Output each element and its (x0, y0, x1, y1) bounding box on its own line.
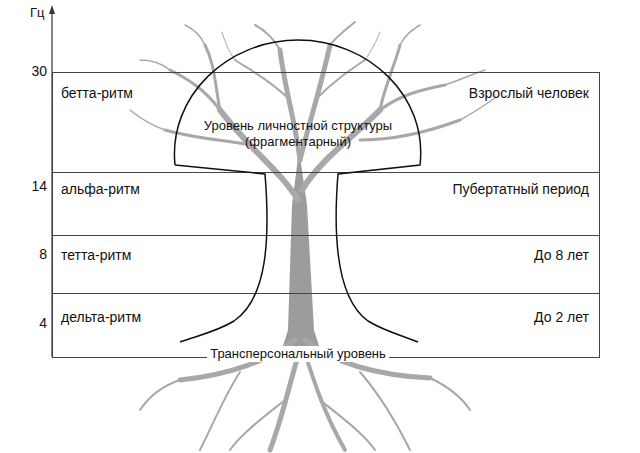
frequency-value: 14 (31, 178, 47, 194)
frequency-value: 8 (39, 246, 47, 262)
axis-label-slot: 4 (14, 314, 47, 332)
mushroom-outline-path (174, 40, 420, 342)
mushroom-outline (168, 36, 428, 366)
level-label: Трансперсональный уровень (207, 346, 389, 362)
age-label: Пубертатный период (452, 181, 589, 198)
axis-unit: Гц (30, 5, 45, 20)
age-label: До 8 лет (534, 247, 589, 264)
axis-label-slot: 30 (14, 62, 47, 80)
age-label: До 2 лет (534, 309, 589, 326)
mushroom-shape: Уровень личностной структуры (фрагментар… (168, 36, 428, 366)
axis-label-slot: 14 (14, 177, 47, 195)
frequency-band: тетта-ритм До 8 лет (52, 235, 600, 294)
rhythm-label: тетта-ритм (61, 247, 131, 264)
rhythm-label: бетта-ритм (61, 85, 133, 102)
age-label: Взрослый человек (469, 85, 589, 102)
frequency-value: 30 (31, 63, 47, 79)
axis-label-slot: Гц (30, 3, 50, 21)
rhythm-label: альфа-ритм (61, 181, 140, 198)
frequency-band: альфа-ритм Пубертатный период (52, 172, 600, 236)
axis-label-slot: 8 (14, 245, 47, 263)
frequency-value: 4 (39, 315, 47, 331)
level-label: Уровень личностной структуры (фрагментар… (191, 118, 406, 149)
rhythm-label: дельта-ритм (61, 309, 141, 326)
